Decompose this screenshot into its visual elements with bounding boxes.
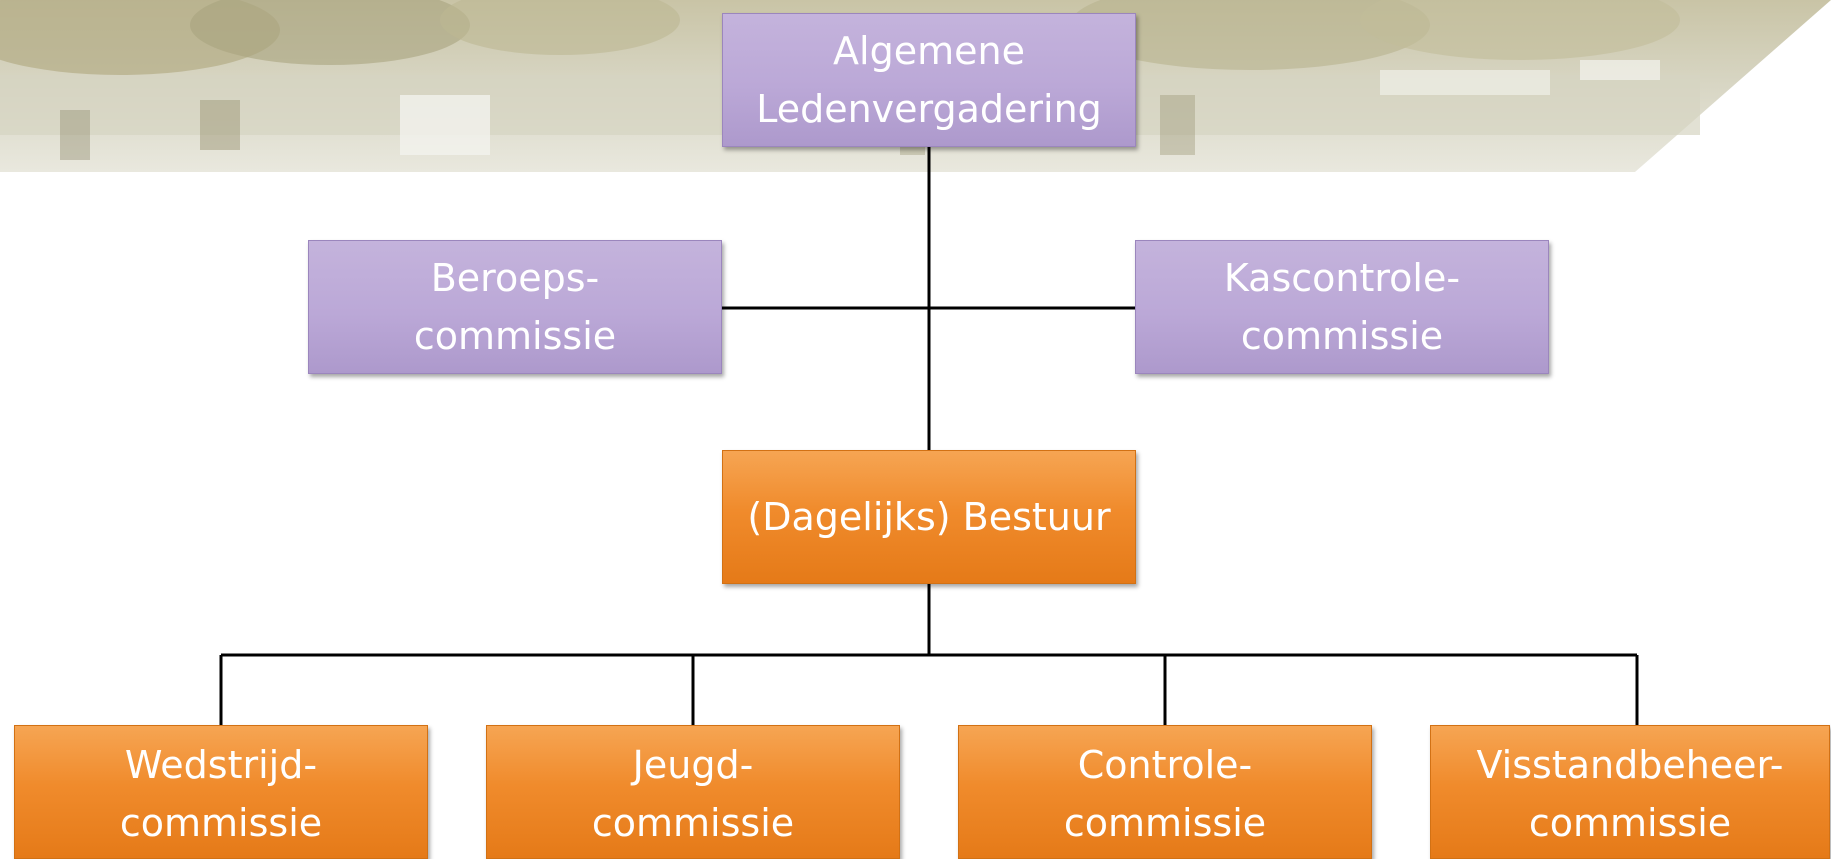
beroepscommissie-box: Beroeps- commissie [308,240,722,374]
wedstrijdcommissie-box: Wedstrijd- commissie [14,725,428,859]
box-label-line-2: Ledenvergadering [756,87,1102,131]
kascontrolecommissie-box: Kascontrole- commissie [1135,240,1549,374]
box-label-line-2: commissie [1063,801,1267,845]
visstandbeheercommissie-box: Visstandbeheer- commissie [1430,725,1830,859]
box-label-line-1: Wedstrijd- [124,743,318,787]
box-label-line-1: Beroeps- [430,256,600,300]
box-label-line-2: commissie [413,314,617,358]
controlecommissie-box: Controle- commissie [958,725,1372,859]
dagelijks-bestuur-box: (Dagelijks) Bestuur [722,450,1136,584]
box-label: (Dagelijks) Bestuur [747,495,1111,539]
box-label-line-1: Jeugd- [632,743,754,787]
box-label-line-2: commissie [119,801,323,845]
box-label-line-2: commissie [591,801,795,845]
box-label-line-1: Visstandbeheer- [1476,743,1784,787]
box-label-line-1: Controle- [1077,743,1253,787]
jeugdcommissie-box: Jeugd- commissie [486,725,900,859]
algemene-ledenvergadering-box: Algemene Ledenvergadering [722,13,1136,147]
box-label-line-2: commissie [1528,801,1732,845]
box-label-line-1: Kascontrole- [1223,256,1461,300]
box-label-line-1: Algemene [833,29,1025,73]
box-label-line-2: commissie [1240,314,1444,358]
